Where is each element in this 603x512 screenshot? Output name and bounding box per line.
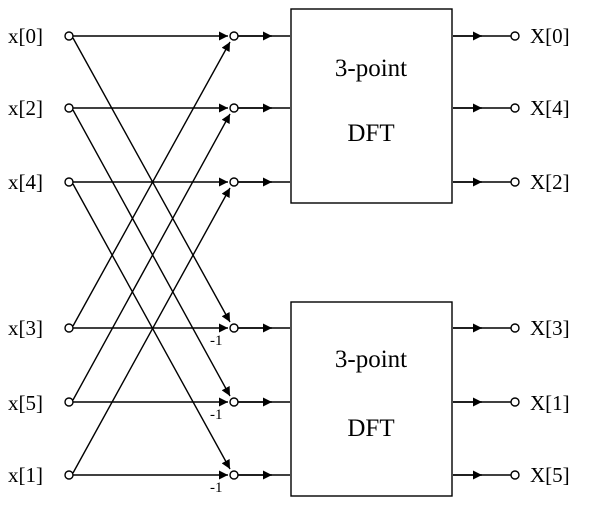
multiplier-label: -1 xyxy=(210,480,223,496)
input-node xyxy=(64,323,74,333)
output-node xyxy=(510,397,520,407)
input-node xyxy=(64,397,74,407)
output-label-X4: X[4] xyxy=(530,96,570,120)
output-label-X1: X[1] xyxy=(530,391,570,415)
dft-block-top: 3-point DFT xyxy=(290,8,453,204)
output-node xyxy=(510,103,520,113)
input-nodes xyxy=(64,31,74,480)
dft-block-top-line2: DFT xyxy=(347,120,394,147)
input-label-x1: x[1] xyxy=(8,463,43,487)
block-input-wires xyxy=(238,31,290,480)
dft-block-top-line1: 3-point xyxy=(335,55,407,82)
output-node xyxy=(510,31,520,41)
sum-node xyxy=(229,470,239,480)
output-node xyxy=(510,323,520,333)
sum-node xyxy=(229,177,239,187)
output-nodes xyxy=(510,31,520,480)
crossing-butterfly-wires xyxy=(72,37,231,474)
output-node xyxy=(510,470,520,480)
sum-node xyxy=(229,397,239,407)
input-label-x5: x[5] xyxy=(8,391,43,415)
input-node xyxy=(64,177,74,187)
multiplier-label: -1 xyxy=(210,333,223,349)
sum-nodes xyxy=(229,31,239,480)
output-label-X2: X[2] xyxy=(530,170,570,194)
input-node xyxy=(64,103,74,113)
output-label-X0: X[0] xyxy=(530,24,570,48)
output-label-X5: X[5] xyxy=(530,463,570,487)
output-node xyxy=(510,177,520,187)
output-wires xyxy=(453,31,511,480)
sum-node xyxy=(229,103,239,113)
input-label-x0: x[0] xyxy=(8,24,43,48)
sum-node xyxy=(229,323,239,333)
horizontal-input-wires xyxy=(73,31,228,480)
dft-block-bottom-line2: DFT xyxy=(347,415,394,442)
dft-block-bottom-line1: 3-point xyxy=(335,346,407,373)
sum-node xyxy=(229,31,239,41)
multiplier-label: -1 xyxy=(210,407,223,423)
input-label-x3: x[3] xyxy=(8,316,43,340)
input-label-x4: x[4] xyxy=(8,170,43,194)
input-label-x2: x[2] xyxy=(8,96,43,120)
input-node xyxy=(64,470,74,480)
dft-block-bottom: 3-point DFT xyxy=(290,301,453,497)
input-node xyxy=(64,31,74,41)
output-label-X3: X[3] xyxy=(530,316,570,340)
